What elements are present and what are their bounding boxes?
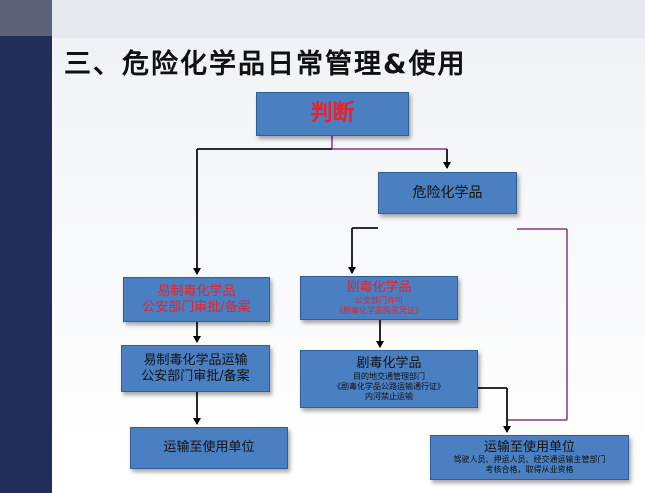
node-final-end-line1: 运输至使用单位 bbox=[483, 439, 575, 455]
node-precursor-transport: 易制毒化学品运输 公安部门审批/备案 bbox=[121, 345, 270, 392]
node-toxic-transport-line1: 剧毒化学品 bbox=[356, 356, 422, 372]
node-precursor-transport-line2: 公安部门审批/备案 bbox=[141, 368, 250, 384]
node-precursor-line1: 易制毒化学品 bbox=[157, 283, 236, 299]
node-precursor-transport-line1: 易制毒化学品运输 bbox=[143, 352, 248, 368]
node-toxic-line2: 公安部门许可 bbox=[355, 295, 403, 305]
node-final-end-line3: 考核合格，取得从业资格 bbox=[485, 465, 574, 475]
slide-background bbox=[52, 0, 645, 493]
node-precursor-line2: 公安部门审批/备案 bbox=[142, 299, 251, 315]
node-toxic-transport-line3: 《剧毒化学品公路运输通行证》 bbox=[333, 381, 445, 391]
node-toxic-line3: 《剧毒化学品购买凭证》 bbox=[335, 305, 423, 315]
node-precursor-end: 运输至使用单位 bbox=[130, 427, 288, 469]
node-hazardous: 危险化学品 bbox=[378, 172, 517, 214]
node-toxic-transport: 剧毒化学品 目的地交通管理部门 《剧毒化学品公路运输通行证》 内河禁止运输 bbox=[300, 350, 478, 408]
slide-title: 三、危险化学品日常管理&使用 bbox=[64, 49, 467, 80]
node-judge-label: 判断 bbox=[310, 100, 355, 126]
node-toxic-transport-line4: 内河禁止运输 bbox=[365, 391, 413, 401]
node-hazardous-label: 危险化学品 bbox=[412, 184, 483, 201]
node-toxic-line1: 剧毒化学品 bbox=[346, 280, 412, 296]
node-toxic: 剧毒化学品 公安部门许可 《剧毒化学品购买凭证》 bbox=[300, 276, 458, 320]
node-precursor-end-label: 运输至使用单位 bbox=[163, 440, 255, 456]
node-final-end: 运输至使用单位 驾驶人员、押运人员、经交通运输主管部门 考核合格，取得从业资格 bbox=[430, 435, 629, 480]
node-final-end-line2: 驾驶人员、押运人员、经交通运输主管部门 bbox=[453, 455, 606, 465]
top-band bbox=[52, 0, 645, 38]
node-judge: 判断 bbox=[256, 92, 409, 136]
left-sidebar-corner bbox=[0, 0, 52, 36]
node-precursor: 易制毒化学品 公安部门审批/备案 bbox=[123, 277, 270, 322]
node-toxic-transport-line2: 目的地交通管理部门 bbox=[353, 371, 425, 381]
left-sidebar-bar bbox=[0, 0, 52, 493]
